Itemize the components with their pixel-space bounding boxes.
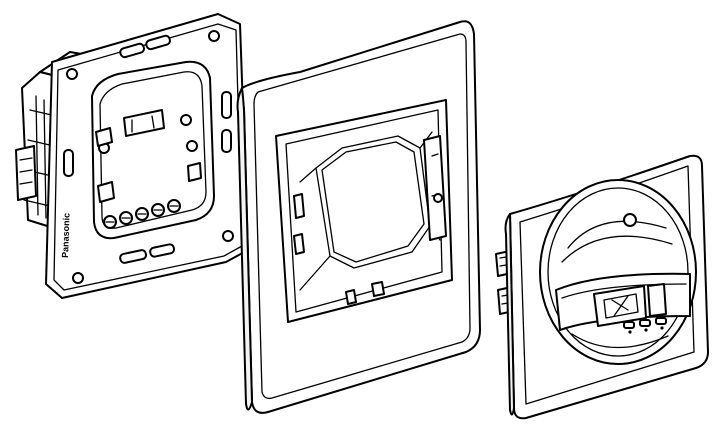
- plate-slot-top: [119, 42, 145, 59]
- sensor-dome: [539, 179, 697, 365]
- terminal-screws: [103, 199, 181, 229]
- brand-logo: Panasonic: [60, 213, 72, 258]
- sensor-window: [593, 285, 647, 327]
- plate-slot-left: [63, 149, 74, 177]
- screw-hole: [72, 272, 84, 284]
- adjustment-buttons: [623, 317, 667, 334]
- plate-slot-right: [221, 91, 232, 119]
- screw-hole: [208, 30, 220, 42]
- indicator-dot: [623, 213, 637, 227]
- mounting-mechanism: Panasonic: [15, 13, 249, 299]
- screw-hole: [222, 230, 234, 242]
- screw-hole: [66, 68, 78, 80]
- frame-latch: [423, 135, 447, 241]
- cover-frame: [236, 20, 481, 414]
- sensor-cover: [495, 154, 709, 420]
- plate-slot-bottom: [119, 249, 148, 264]
